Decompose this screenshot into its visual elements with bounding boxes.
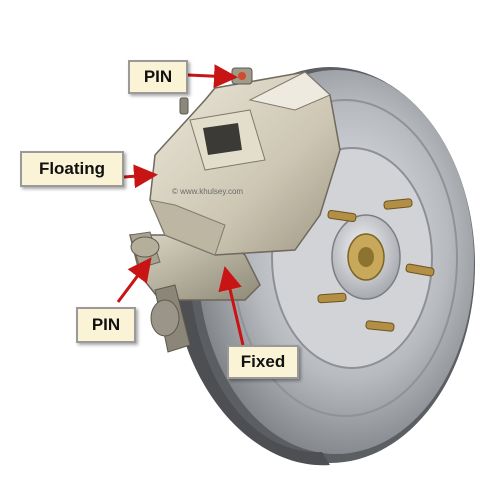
watermark-text: © www.khulsey.com — [172, 187, 244, 196]
arrow-fixed — [218, 266, 245, 346]
label-pin-top-text: PIN — [143, 67, 173, 86]
label-pin-bottom: PIN — [76, 307, 136, 343]
label-pin-bottom-text: PIN — [91, 315, 121, 334]
arrow-floating — [123, 164, 158, 189]
callout-arrows — [116, 64, 245, 346]
label-floating-text: Floating — [38, 159, 106, 178]
label-pin-top: PIN — [128, 60, 188, 94]
arrow-pin-top — [187, 64, 238, 89]
wheel-hub — [331, 214, 401, 300]
wheel-studs — [317, 198, 435, 332]
label-fixed-text: Fixed — [240, 352, 286, 371]
label-fixed: Fixed — [227, 345, 299, 379]
floating-caliper — [130, 67, 341, 258]
label-floating: Floating — [20, 151, 124, 187]
arrow-pin-bottom — [116, 257, 152, 303]
